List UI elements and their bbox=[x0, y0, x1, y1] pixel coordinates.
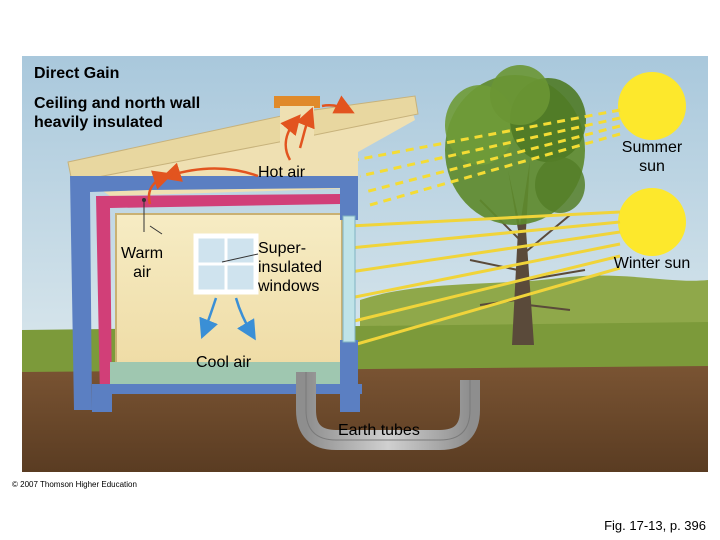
diagram-title: Direct Gain bbox=[34, 65, 120, 82]
roof-vent bbox=[274, 96, 320, 108]
label-leader-lines bbox=[149, 225, 259, 263]
windows-label: Super-insulated windows bbox=[258, 240, 323, 295]
winter-sun-rays bbox=[349, 210, 621, 348]
cool-air-label: Cool air bbox=[196, 354, 252, 371]
summer-sun-icon bbox=[618, 72, 686, 140]
winter-sun-label: Winter sun bbox=[613, 255, 691, 272]
ceiling-label: Ceiling and north wall heavily insulated bbox=[34, 95, 201, 131]
cool-air-arrows bbox=[199, 297, 256, 341]
floor-slab bbox=[110, 362, 350, 384]
south-wall bbox=[340, 198, 358, 220]
winter-sun-icon bbox=[618, 188, 686, 256]
hot-air-arrows bbox=[147, 95, 355, 205]
summer-sun-rays bbox=[354, 108, 621, 207]
copyright-credit: © 2007 Thomson Higher Education bbox=[12, 480, 137, 489]
warm-air-label: Warm air bbox=[120, 245, 164, 281]
hot-air-label: Hot air bbox=[258, 164, 306, 181]
earth-tubes-label: Earth tubes bbox=[338, 422, 420, 439]
south-glazing bbox=[342, 215, 356, 343]
figure-reference: Fig. 17-13, p. 396 bbox=[604, 518, 706, 533]
summer-sun-label: Summer sun bbox=[621, 139, 683, 175]
tree bbox=[445, 65, 586, 345]
